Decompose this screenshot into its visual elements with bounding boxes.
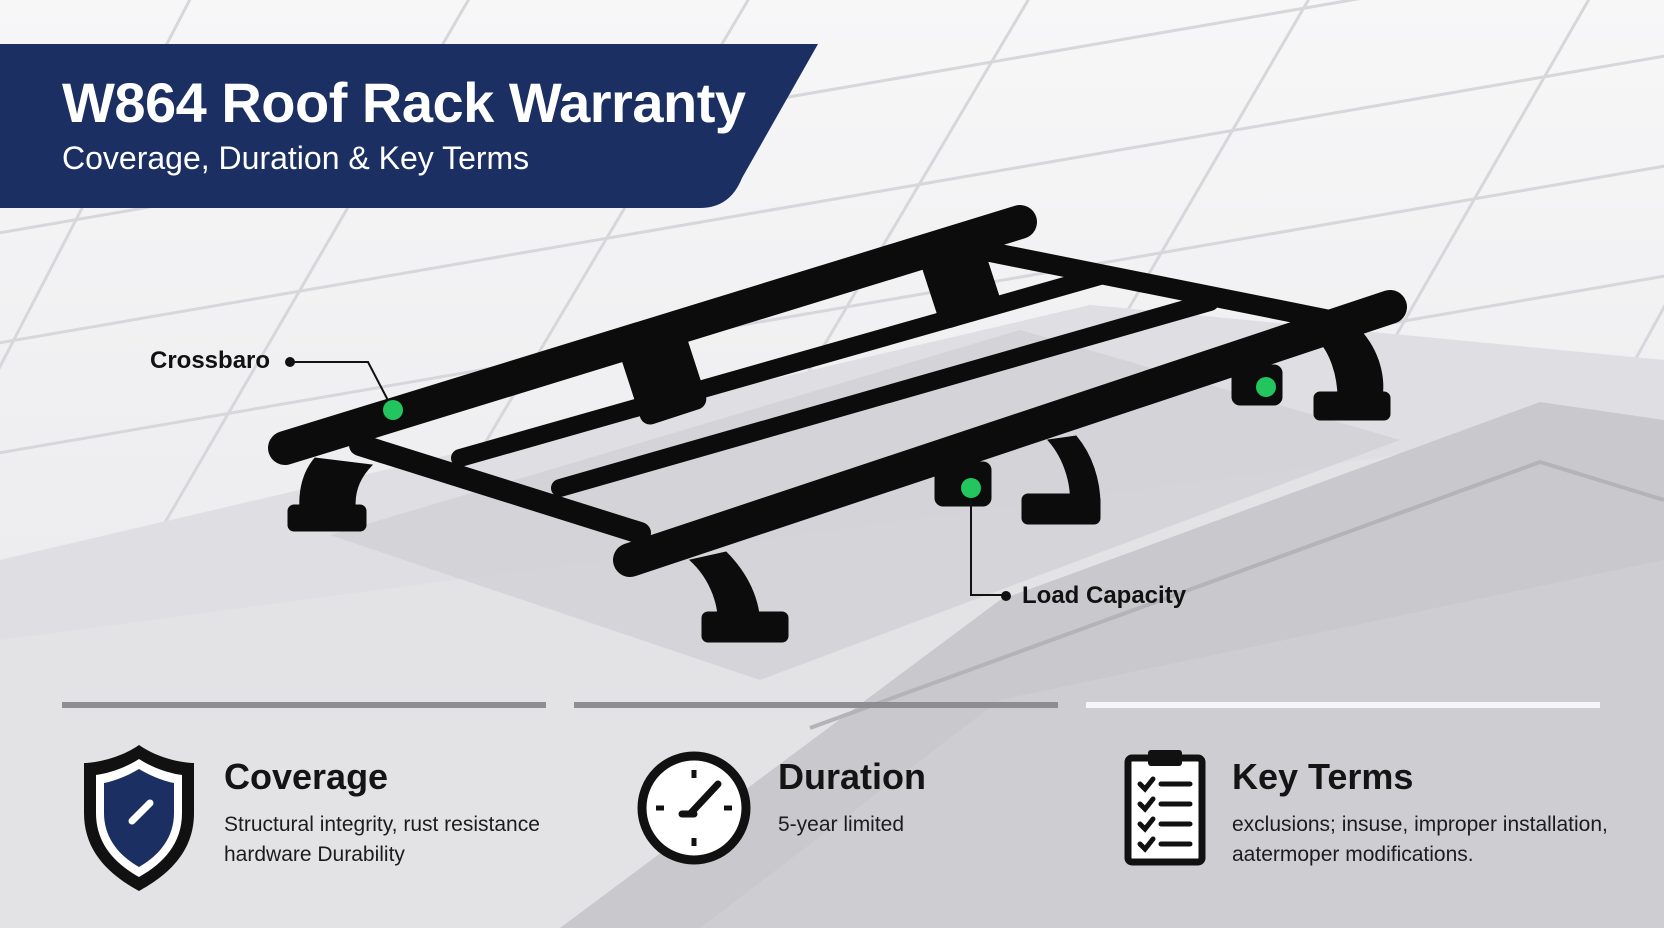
feature-desc-line: Structural integrity, rust resistance — [224, 813, 540, 836]
feature-desc-key-terms: exclusions; insuse, improper installatio… — [1232, 810, 1608, 870]
feature-desc-line: exclusions; insuse, improper installatio… — [1232, 813, 1608, 836]
clock-icon — [637, 751, 751, 865]
feature-title-duration: Duration — [778, 756, 926, 797]
shield-icon — [84, 745, 194, 891]
callout-leaders — [290, 361, 1006, 596]
clipboard-checklist-icon — [1124, 750, 1206, 866]
divider-duration — [574, 702, 1058, 708]
feature-desc-line: hardware Durability — [224, 843, 405, 866]
feature-desc-coverage: Structural integrity, rust resistance ha… — [224, 810, 540, 870]
divider-coverage — [62, 702, 546, 708]
crossbar-leader-dot — [285, 357, 295, 367]
divider-key-terms — [1086, 702, 1600, 708]
load-capacity-leader-dot — [1001, 591, 1011, 601]
page-subtitle: Coverage, Duration & Key Terms — [62, 140, 530, 176]
bracket-marker[interactable] — [1256, 377, 1276, 397]
feature-title-coverage: Coverage — [224, 756, 389, 797]
crossbar-marker[interactable] — [383, 400, 403, 420]
page-title: W864 Roof Rack Warranty — [62, 71, 746, 134]
crossbar-callout-label: Crossbaro — [150, 347, 271, 374]
feature-desc-duration: 5-year limited — [778, 810, 904, 840]
load-capacity-callout-label: Load Capacity — [1022, 582, 1187, 609]
roof-rack-illustration — [268, 205, 1407, 680]
feature-desc-line: 5-year limited — [778, 813, 905, 836]
load-capacity-marker[interactable] — [961, 478, 981, 498]
feature-desc-line: aatermoper modifications. — [1232, 843, 1474, 866]
feature-title-key-terms: Key Terms — [1232, 756, 1414, 797]
